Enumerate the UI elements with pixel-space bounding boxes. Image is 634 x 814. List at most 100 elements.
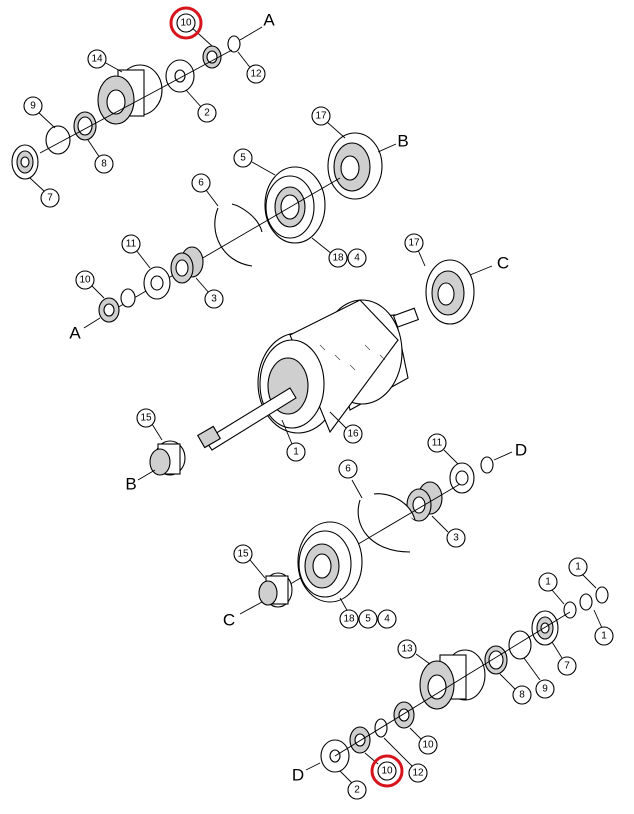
snap-ring-lower (480, 456, 494, 474)
letter-A-mid: A (69, 324, 81, 343)
callout-bottom-7-label: 7 (564, 661, 570, 672)
callout-bottom-13-label: 13 (401, 644, 413, 655)
callout-bottom-10b (377, 761, 397, 781)
callout-lower-18-label: 18 (343, 614, 355, 625)
callout-bottom-10b-label: 10 (381, 766, 393, 777)
callout-bottom-1b-label: 1 (575, 562, 581, 573)
letter-B-left: B (125, 475, 136, 494)
callout-middle-16-label: 16 (347, 429, 359, 440)
callout-upper-17-label: 17 (315, 111, 327, 122)
bearing-15-middle (149, 440, 186, 476)
snap-ring-top (227, 35, 241, 53)
callout-bottom-10a (418, 735, 438, 755)
gear-14 (97, 64, 163, 125)
callout-bottom-1c (594, 626, 614, 646)
callout-bottom-10a-label: 10 (422, 740, 434, 751)
drum-assembly-16 (257, 299, 420, 434)
callout-top-8-label: 8 (101, 159, 107, 170)
callout-upper-18-label: 18 (332, 253, 344, 264)
callout-lower-18 (339, 609, 359, 629)
callout-upper-4-label: 4 (354, 253, 360, 264)
callout-middle-17 (404, 233, 424, 253)
gear-13 (419, 649, 486, 710)
callout-upper-10-label: 10 (79, 275, 91, 286)
callout-bottom-12 (408, 763, 428, 783)
callout-middle-15-label: 15 (140, 413, 152, 424)
callout-top-10-label: 10 (180, 18, 192, 29)
snap-ring-1b (579, 593, 593, 611)
letter-B-top: B (397, 132, 408, 151)
callout-lower-15 (233, 544, 253, 564)
bearing-17-upper (327, 132, 383, 200)
snap-ring-1c (595, 586, 609, 604)
callout-lower-4-label: 4 (384, 614, 390, 625)
washer-9-bottom (508, 630, 532, 660)
callout-middle-1-label: 1 (293, 447, 299, 458)
callout-middle-1 (286, 442, 306, 462)
callout-top-10 (176, 13, 196, 33)
highlight-ring-top (169, 6, 203, 40)
callout-lower-15-label: 15 (237, 549, 249, 560)
callout-bottom-2 (347, 780, 367, 800)
snap-ring-6-upper (214, 203, 263, 267)
bearing-15-lower (258, 572, 293, 608)
bearing-7-top (11, 144, 39, 180)
callout-lower-3-label: 3 (453, 533, 459, 544)
callout-bottom-7 (557, 656, 577, 676)
main-shaft-1 (204, 387, 297, 451)
callout-bottom-8-label: 8 (519, 690, 525, 701)
callout-upper-3-label: 3 (211, 294, 217, 305)
bearing-17-middle (425, 259, 475, 325)
callout-middle-16 (343, 424, 363, 444)
thrust-washer-top (165, 59, 195, 93)
callout-upper-18 (328, 248, 348, 268)
callout-upper-6-label: 6 (198, 178, 204, 189)
gear-18-lower (297, 521, 363, 603)
callout-upper-5 (233, 148, 253, 168)
callout-top-2 (197, 103, 217, 123)
callout-upper-4 (347, 248, 367, 268)
callout-upper-11 (121, 234, 141, 254)
callout-upper-10 (75, 270, 95, 290)
callout-lower-11-label: 11 (432, 438, 443, 449)
callout-top-9 (23, 96, 43, 116)
letter-D-mid: D (515, 441, 527, 460)
callout-upper-11-label: 11 (126, 239, 137, 250)
callout-bottom-1b (568, 557, 588, 577)
snap-ring-12-upper (120, 288, 136, 308)
callout-lower-5-label: 5 (365, 614, 371, 625)
letter-C-low: C (223, 611, 235, 630)
bearing-7-bottom (531, 610, 559, 646)
callout-lower-6-label: 6 (345, 464, 351, 475)
callout-upper-6 (191, 173, 211, 193)
callout-lower-4 (377, 609, 397, 629)
callout-top-14 (87, 49, 107, 69)
callout-bottom-1a-label: 1 (545, 577, 551, 588)
callout-bottom-12-label: 12 (412, 768, 424, 779)
letter-D-bottom: D (292, 766, 304, 785)
gear-5 (264, 166, 326, 244)
highlight-ring-bottom (370, 754, 404, 788)
callout-top-7 (40, 188, 60, 208)
callout-lower-6 (338, 459, 358, 479)
callout-upper-17 (311, 106, 331, 126)
callout-middle-17-label: 17 (408, 238, 420, 249)
callout-lower-11 (427, 433, 447, 453)
needle-bearing-3-upper (170, 246, 204, 284)
needle-bearing-3-lower (406, 481, 443, 522)
callout-lower-5 (358, 609, 378, 629)
callout-top-2-label: 2 (204, 108, 210, 119)
callout-top-9-label: 9 (30, 101, 36, 112)
callout-top-12 (246, 64, 266, 84)
needle-bearing-top (202, 45, 222, 69)
letter-A-top: A (263, 11, 275, 30)
callout-middle-15 (136, 408, 156, 428)
callout-upper-3 (204, 289, 224, 309)
callout-bottom-1c-label: 1 (601, 631, 607, 642)
callout-top-12-label: 12 (250, 69, 262, 80)
callout-bottom-8 (512, 685, 532, 705)
snap-ring-6-lower (357, 493, 416, 553)
washer-9-top (45, 125, 71, 155)
